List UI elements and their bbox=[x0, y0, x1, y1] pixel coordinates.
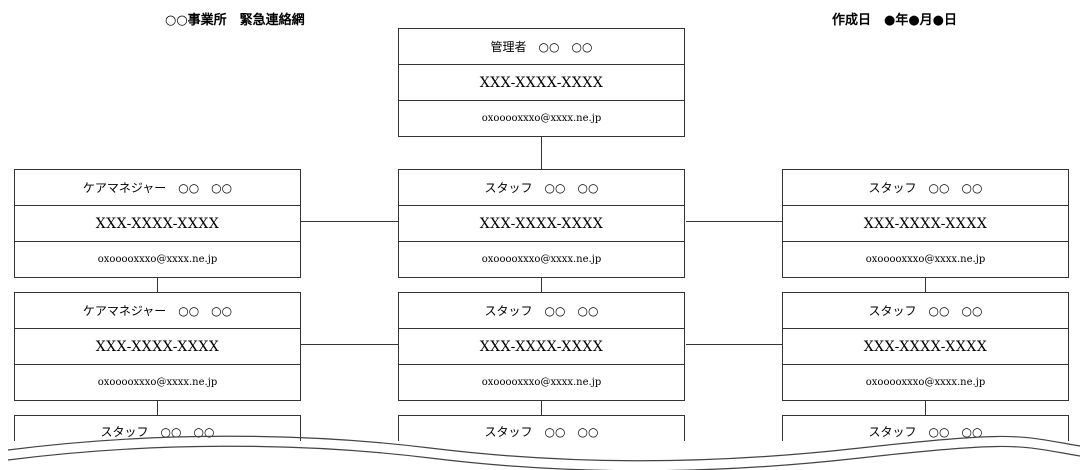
contact-name: スタッフ ○○ ○○ bbox=[484, 304, 599, 318]
connector-col3-r1-r2 bbox=[925, 274, 926, 292]
connector-row2-left bbox=[301, 344, 398, 345]
contact-card-row1-col3: スタッフ ○○ ○○ XXX-XXXX-XXXX oxooooxxxo@xxxx… bbox=[782, 169, 1069, 278]
connector-manager-to-center bbox=[541, 133, 542, 169]
contact-email: oxooooxxxo@xxxx.ne.jp bbox=[481, 377, 602, 388]
connector-row2-right bbox=[686, 344, 782, 345]
contact-card-row2-col2: スタッフ ○○ ○○ XXX-XXXX-XXXX oxooooxxxo@xxxx… bbox=[398, 292, 685, 401]
contact-phone: XXX-XXXX-XXXX bbox=[479, 74, 604, 91]
connector-col1-r1-r2 bbox=[157, 274, 158, 292]
contact-card-row1-col1: ケアマネジャー ○○ ○○ XXX-XXXX-XXXX oxooooxxxo@x… bbox=[14, 169, 301, 278]
contact-email: oxooooxxxo@xxxx.ne.jp bbox=[481, 113, 602, 124]
contact-name: スタッフ ○○ ○○ bbox=[868, 181, 983, 195]
connector-row1-left bbox=[301, 221, 398, 222]
contact-name: スタッフ ○○ ○○ bbox=[868, 304, 983, 318]
contact-card-row2-col3: スタッフ ○○ ○○ XXX-XXXX-XXXX oxooooxxxo@xxxx… bbox=[782, 292, 1069, 401]
connector-col2-r1-r2 bbox=[541, 274, 542, 292]
contact-email: oxooooxxxo@xxxx.ne.jp bbox=[97, 377, 218, 388]
contact-name: ケアマネジャー ○○ ○○ bbox=[82, 304, 233, 318]
wave-cutoff-lines bbox=[0, 435, 1088, 470]
contact-name: スタッフ ○○ ○○ bbox=[484, 424, 599, 439]
connector-row1-right bbox=[686, 221, 782, 222]
manager-card: 管理者 ○○ ○○ XXX-XXXX-XXXX oxooooxxxo@xxxx.… bbox=[398, 28, 685, 137]
connector-col2-r2-r3 bbox=[541, 398, 542, 415]
contact-name: スタッフ ○○ ○○ bbox=[868, 424, 983, 439]
contact-phone: XXX-XXXX-XXXX bbox=[479, 215, 604, 232]
contact-name: スタッフ ○○ ○○ bbox=[484, 181, 599, 195]
contact-card-row3-col2: スタッフ ○○ ○○ bbox=[398, 415, 685, 442]
contact-card-row2-col1: ケアマネジャー ○○ ○○ XXX-XXXX-XXXX oxooooxxxo@x… bbox=[14, 292, 301, 401]
connector-col1-r2-r3 bbox=[157, 398, 158, 415]
contact-email: oxooooxxxo@xxxx.ne.jp bbox=[481, 254, 602, 265]
contact-email: oxooooxxxo@xxxx.ne.jp bbox=[865, 377, 986, 388]
contact-name: ケアマネジャー ○○ ○○ bbox=[82, 181, 233, 195]
contact-name: 管理者 ○○ ○○ bbox=[490, 40, 593, 54]
connector-col3-r2-r3 bbox=[925, 398, 926, 415]
contact-card-row1-col2: スタッフ ○○ ○○ XXX-XXXX-XXXX oxooooxxxo@xxxx… bbox=[398, 169, 685, 278]
contact-name: スタッフ ○○ ○○ bbox=[100, 424, 215, 439]
contact-phone: XXX-XXXX-XXXX bbox=[479, 338, 604, 355]
created-date: 作成日 ●年●月●日 bbox=[832, 13, 958, 28]
contact-email: oxooooxxxo@xxxx.ne.jp bbox=[97, 254, 218, 265]
contact-phone: XXX-XXXX-XXXX bbox=[95, 215, 220, 232]
page-title: ○○事業所 緊急連絡網 bbox=[165, 13, 305, 28]
contact-phone: XXX-XXXX-XXXX bbox=[95, 338, 220, 355]
contact-phone: XXX-XXXX-XXXX bbox=[863, 215, 988, 232]
contact-email: oxooooxxxo@xxxx.ne.jp bbox=[865, 254, 986, 265]
contact-phone: XXX-XXXX-XXXX bbox=[863, 338, 988, 355]
